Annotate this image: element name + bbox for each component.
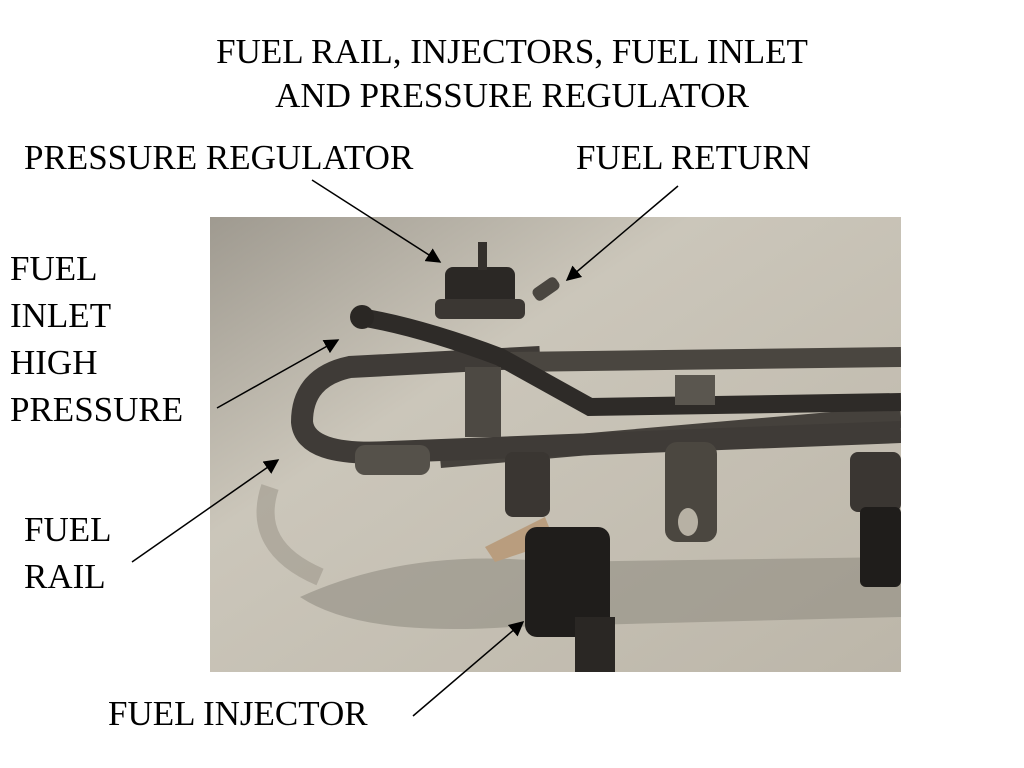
label-fuel-injector: FUEL INJECTOR [108, 694, 368, 733]
regulator-bracket [465, 367, 501, 437]
label-fuel-inlet-line-4: PRESSURE [10, 390, 184, 429]
mount-bracket [665, 442, 717, 542]
rail-clip [675, 375, 715, 405]
fuel-injector-tip [575, 617, 615, 672]
label-fuel-rail: FUEL RAIL [24, 506, 112, 600]
rail-upper-bar [509, 347, 901, 372]
second-injector-top [850, 452, 901, 512]
label-pressure-regulator: PRESSURE REGULATOR [24, 138, 414, 177]
label-fuel-inlet-line-2: INLET [10, 296, 112, 335]
fuel-return-port [532, 277, 560, 301]
second-injector-body [860, 507, 901, 587]
title-line-1: FUEL RAIL, INJECTORS, FUEL INLET [216, 32, 808, 71]
label-fuel-inlet: FUEL INLET HIGH PRESSURE [10, 245, 183, 433]
label-fuel-rail-line-1: FUEL [24, 510, 112, 549]
pressure-regulator-base [435, 299, 525, 319]
label-fuel-return: FUEL RETURN [576, 138, 811, 177]
label-fuel-inlet-line-1: FUEL [10, 249, 98, 288]
fuel-rail-hose [355, 445, 430, 475]
pressure-regulator-nipple [478, 242, 487, 270]
label-fuel-inlet-line-3: HIGH [10, 343, 98, 382]
title-line-2: AND PRESSURE REGULATOR [275, 76, 749, 115]
fuel-rail-photo [210, 217, 901, 672]
page-title: FUEL RAIL, INJECTORS, FUEL INLET AND PRE… [0, 30, 1024, 118]
fuel-injector-top [505, 452, 550, 517]
fuel-inlet-end [350, 305, 374, 329]
bracket-hole [678, 508, 698, 536]
label-fuel-rail-line-2: RAIL [24, 557, 106, 596]
fuel-injector-body [525, 527, 610, 637]
fuel-return-line [358, 308, 901, 417]
